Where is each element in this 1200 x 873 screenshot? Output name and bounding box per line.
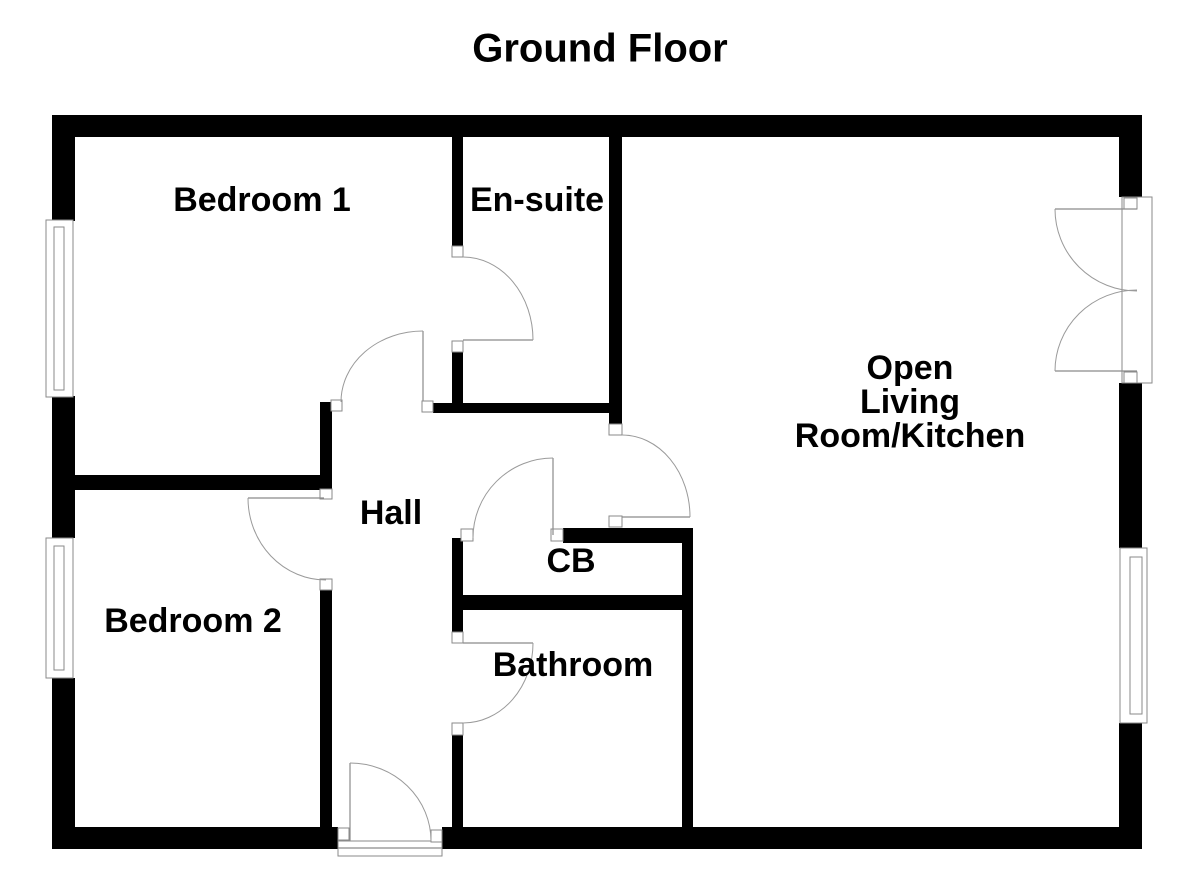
door-bedroom2: [247, 497, 327, 581]
jamb-bathroom-south: [451, 722, 464, 736]
jamb-bedroom2-north: [319, 488, 333, 500]
door-swing: [462, 256, 534, 341]
door-ensuite: [462, 256, 534, 341]
jamb-front-east: [430, 829, 443, 843]
french-door-swing-bottom: [1054, 289, 1138, 372]
jamb-cb-east: [550, 528, 564, 542]
wall-bedroom2-hall: [320, 590, 332, 827]
front-door-threshold: [337, 840, 443, 857]
jamb-bedroom1-west: [330, 399, 343, 412]
door-swing: [247, 497, 327, 581]
wall-ensuite-west-lower: [452, 352, 463, 403]
wall-ensuite-east: [609, 137, 622, 424]
wall-left-lower: [52, 678, 75, 849]
wall-bedroom1-hall: [320, 402, 332, 490]
french-door-swing-top: [1054, 208, 1138, 292]
jamb-ensuite-south: [451, 340, 464, 353]
room-label-bedroom1: Bedroom 1: [173, 181, 351, 219]
door-bathroom: [462, 642, 534, 724]
wall-left-middle: [52, 396, 75, 538]
french-doors: [1054, 196, 1153, 384]
french-door-hinge-bottom: [1123, 371, 1138, 384]
doors: [247, 256, 691, 842]
wall-cb-south: [452, 595, 685, 610]
jamb-ensuite-north: [451, 245, 464, 258]
room-label-bathroom: Bathroom: [492, 646, 654, 684]
room-label-bedroom2: Bedroom 2: [104, 602, 282, 640]
window-left-lower: [45, 537, 74, 679]
french-door-hinge-top: [1123, 197, 1138, 210]
wall-bathroom-east: [682, 543, 693, 827]
room-label-hall: Hall: [359, 494, 423, 532]
room-label-ensuite: En-suite: [469, 181, 605, 219]
wall-ensuite-south: [433, 403, 622, 413]
window-left-upper: [45, 219, 74, 398]
windows: [45, 219, 1148, 724]
wall-right-upper: [1119, 115, 1142, 197]
door-cb: [472, 457, 554, 539]
interior-walls: [75, 137, 693, 827]
door-swing: [472, 457, 554, 539]
room-label-cb: CB: [546, 542, 596, 580]
door-front-entrance: [349, 762, 432, 842]
jamb-cb-west: [460, 528, 474, 542]
door-swing: [621, 434, 691, 518]
wall-bottom-left: [52, 827, 338, 849]
wall-left-upper: [52, 115, 75, 221]
wall-bathroom-west-upper: [452, 610, 463, 632]
window-right: [1119, 547, 1148, 724]
wall-cb-north: [563, 528, 693, 543]
door-bedroom1: [340, 330, 424, 403]
jamb-bathroom-north: [451, 631, 464, 644]
door-swing: [340, 330, 424, 403]
window-glazing: [53, 545, 65, 671]
jamb-front-west: [337, 827, 350, 841]
wall-bedroom-divider: [75, 475, 320, 490]
wall-ensuite-west-upper: [452, 137, 463, 246]
jamb-living-south: [608, 515, 623, 528]
wall-cb-west: [452, 538, 463, 610]
door-swing: [462, 642, 534, 724]
door-swing: [349, 762, 432, 842]
door-living-room: [621, 434, 691, 518]
wall-bathroom-west-lower: [452, 735, 463, 827]
wall-right-middle: [1119, 383, 1142, 548]
wall-top: [52, 115, 1142, 137]
room-label-living: Open Living Room/Kitchen: [794, 349, 1026, 455]
page-title: Ground Floor: [472, 26, 728, 71]
wall-bottom-right: [442, 827, 1142, 849]
jamb-bedroom1-east: [421, 400, 434, 413]
jamb-living-north: [608, 423, 623, 436]
wall-right-lower: [1119, 723, 1142, 849]
outer-walls: [52, 115, 1142, 849]
window-glazing: [1129, 556, 1143, 715]
window-glazing: [53, 226, 65, 391]
jamb-bedroom2-south: [319, 578, 333, 591]
